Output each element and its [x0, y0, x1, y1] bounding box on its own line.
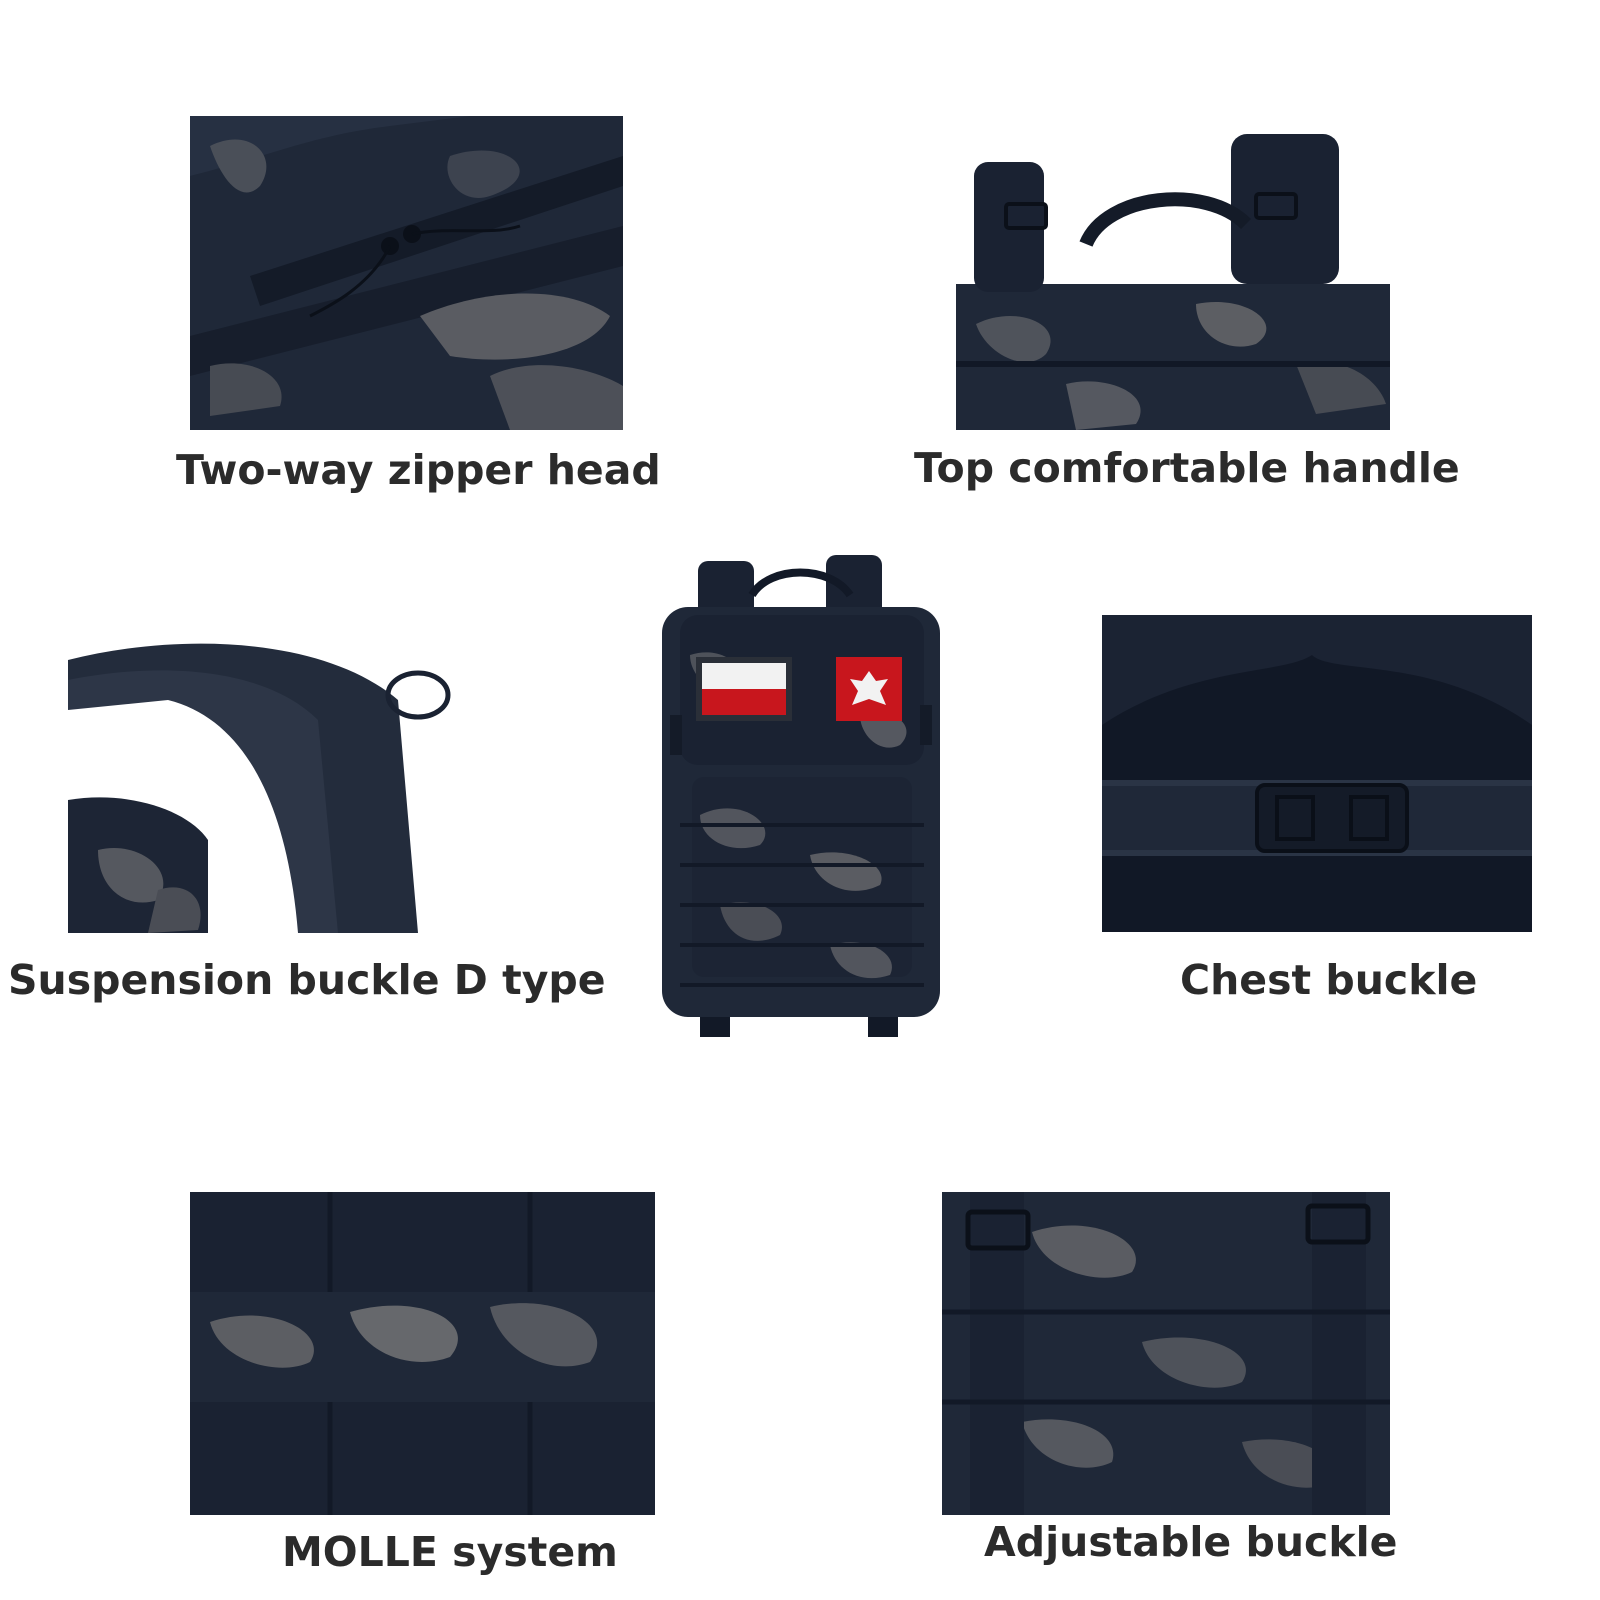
d-buckle-caption: Suspension buckle D type — [8, 956, 606, 1004]
adjustable-buckle-detail-photo — [942, 1192, 1390, 1515]
chest-buckle-caption: Chest buckle — [1180, 956, 1478, 1004]
chest-buckle-detail-photo — [1102, 615, 1532, 932]
handle-caption: Top comfortable handle — [914, 444, 1460, 492]
poland-flag-patch — [696, 657, 792, 721]
handle-detail-photo — [956, 134, 1390, 430]
backpack-product-photo — [640, 555, 960, 1065]
molle-detail-photo — [190, 1192, 655, 1515]
zipper-caption: Two-way zipper head — [176, 446, 661, 494]
adjustable-buckle-caption: Adjustable buckle — [984, 1518, 1398, 1566]
zipper-detail-photo — [190, 116, 623, 430]
d-buckle-detail-photo — [68, 640, 488, 933]
polish-eagle-patch — [836, 657, 902, 721]
molle-caption: MOLLE system — [282, 1528, 618, 1576]
